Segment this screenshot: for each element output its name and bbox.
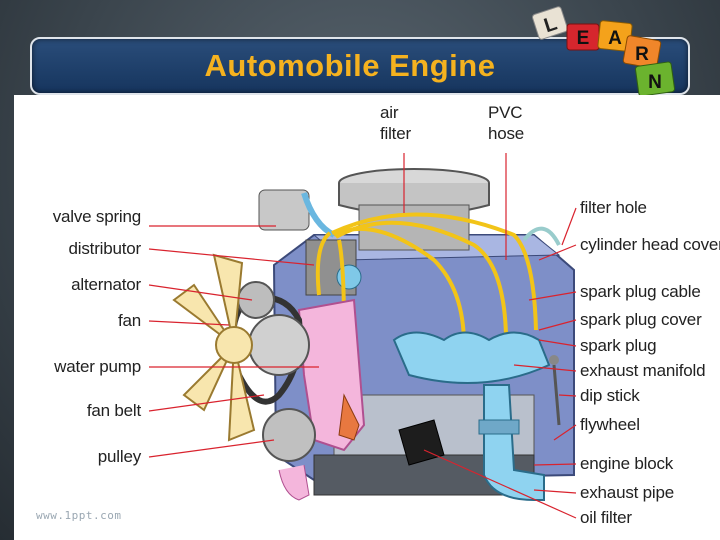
label-spark-plug-cable: spark plug cable xyxy=(580,282,701,301)
label-oil-filter: oil filter xyxy=(580,508,632,527)
label-exhaust-manifold: exhaust manifold xyxy=(580,361,706,380)
logo-letter: R xyxy=(635,44,649,65)
dip-stick-shape xyxy=(552,364,561,426)
label-pvc-hose: PVC hose xyxy=(488,102,524,144)
fan-shape xyxy=(172,253,256,442)
label-cylinder-head-cover: cylinder head cover xyxy=(580,235,720,254)
label-exhaust-pipe: exhaust pipe xyxy=(580,483,675,502)
label-engine-block: engine block xyxy=(580,454,674,473)
slide-title: Automobile Engine xyxy=(204,48,496,83)
label-pulley: pulley xyxy=(97,447,141,466)
engine-diagram-panel: air filter PVC hose valve spring distrib… xyxy=(14,95,720,540)
label-air-filter: air filter xyxy=(380,102,411,144)
logo-piece-l: L xyxy=(531,6,569,40)
label-filter-hole: filter hole xyxy=(580,198,647,217)
label-line: hose xyxy=(488,124,525,143)
dip-stick-handle-shape xyxy=(549,355,559,365)
label-spark-plug: spark plug xyxy=(580,336,657,355)
logo-piece-r: R xyxy=(622,35,662,69)
alternator-pulley-shape xyxy=(237,281,275,319)
lower-hose-shape xyxy=(278,464,310,501)
logo-piece-e: E xyxy=(566,23,600,51)
engine-illustration xyxy=(148,153,577,519)
logo-letter: N xyxy=(648,72,662,93)
spark-plug-cables-shape xyxy=(315,212,538,346)
logo-letter: A xyxy=(608,28,622,49)
carburetor-shape xyxy=(358,204,470,251)
label-spark-plug-cover: spark plug cover xyxy=(580,310,702,329)
label-fan-belt: fan belt xyxy=(86,401,141,420)
logo-letter: E xyxy=(577,28,590,49)
watermark-text: www.1ppt.com xyxy=(36,509,122,522)
filter-hole-hose-shape xyxy=(522,226,561,246)
thermostat-shape xyxy=(338,393,360,441)
crank-pulley-shape xyxy=(262,408,316,462)
label-dip-stick: dip stick xyxy=(580,386,640,405)
logo-piece-n: N xyxy=(634,61,676,97)
exhaust-pipe-shape xyxy=(483,384,545,501)
label-line: filter xyxy=(380,124,411,143)
pipe-clamp-shape xyxy=(478,419,520,435)
label-alternator: alternator xyxy=(71,275,141,294)
hose-shape xyxy=(301,192,336,238)
label-fan: fan xyxy=(117,311,141,330)
label-water-pump: water pump xyxy=(54,357,141,376)
learn-puzzle-logo: L E A R N xyxy=(531,6,676,97)
label-distributor: distributor xyxy=(68,239,142,258)
label-flywheel: flywheel xyxy=(580,415,640,434)
valve-spring-housing-shape xyxy=(258,189,310,231)
label-line: PVC xyxy=(488,103,523,122)
exhaust-manifold-shape xyxy=(392,331,551,384)
label-valve-spring: valve spring xyxy=(52,207,142,226)
leader-lines xyxy=(148,153,577,519)
water-pump-pulley-shape xyxy=(248,314,310,376)
label-line: air xyxy=(380,103,399,122)
